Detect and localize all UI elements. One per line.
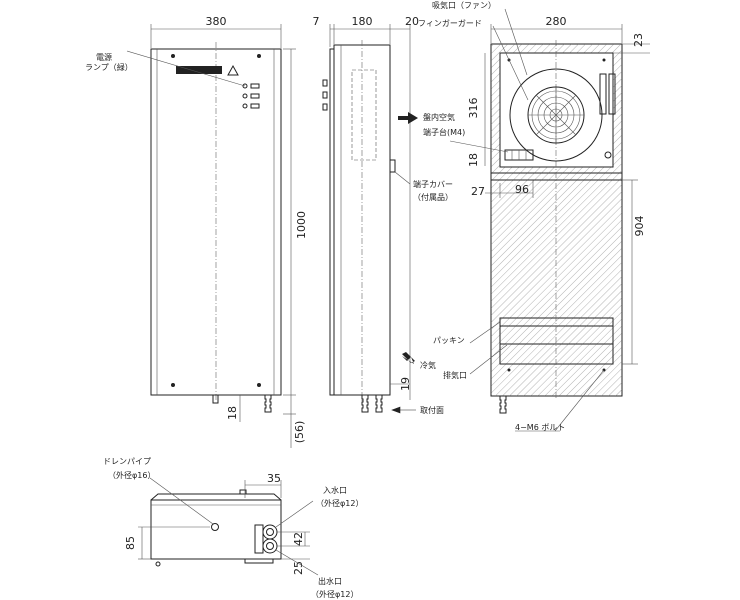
terminal-cover: [389, 159, 396, 173]
terminal-cover-label: （付属品）: [413, 192, 453, 202]
terminal-block-label: 端子台(M4): [423, 127, 465, 137]
bolt-hole: [507, 368, 511, 372]
mount-face-label: 取付面: [420, 405, 444, 415]
front-screw: [171, 383, 175, 387]
drain-pipe-label: ドレンパイプ: [103, 457, 151, 466]
bottom-view: 35 85 42 25 ドレンパイプ （外径φ16） 入水口 （外径φ12） 出…: [103, 457, 363, 599]
side-view: 7 180 20 19 盤内空気 端子カバー （付属品） 冷気 取付面: [313, 15, 456, 415]
side-flange: [329, 48, 335, 396]
dim-side-19: 19: [399, 377, 412, 391]
back-view: 280 23 316 18 27 96 904 吸気口（ファン） フィンガーガー…: [418, 0, 650, 432]
power-lamp: [242, 83, 248, 89]
front-screw: [171, 54, 175, 58]
capacitor: [599, 73, 607, 115]
drain-fitting: [361, 394, 369, 413]
front-view: 電源 ランプ（緑） 380 1000 18 (56): [85, 15, 308, 448]
terminal-cover-label: 端子カバー: [413, 179, 453, 189]
brand-logo: [176, 66, 222, 74]
drain-fitting: [264, 394, 272, 413]
panel-air-arrow-icon: [398, 112, 418, 124]
dim-bottom-85: 85: [124, 536, 137, 550]
water-outlet: [262, 538, 278, 554]
dim-bottom-42: 42: [292, 532, 305, 546]
dim-back-27: 27: [471, 185, 485, 198]
indicator-lamp: [242, 103, 248, 109]
dim-back-316: 316: [467, 98, 480, 119]
internal-duct: [351, 69, 377, 161]
power-lamp-label: 電源: [96, 53, 112, 62]
drain-fitting: [499, 395, 507, 414]
dim-side-7: 7: [313, 15, 320, 28]
dim-bottom-25: 25: [292, 561, 305, 575]
water-outlet-label: 出水口: [318, 576, 342, 586]
bottom-body: [150, 499, 282, 560]
front-screw: [257, 383, 261, 387]
finger-guard-label: フィンガーガード: [418, 18, 482, 28]
hatched-band: [490, 172, 623, 181]
mount-face-arrow-icon: [391, 406, 416, 414]
warning-triangle-icon: [227, 64, 239, 76]
intake-fan-label: 吸気口（ファン）: [432, 0, 496, 10]
packing-label: パッキン: [433, 336, 465, 345]
dim-front-bottom-56: (56): [293, 421, 306, 444]
dim-front-height: 1000: [295, 211, 308, 239]
drain-pipe: [211, 523, 219, 531]
capacitor: [608, 73, 616, 115]
dim-side-180: 180: [352, 15, 373, 28]
water-fitting: [375, 394, 383, 413]
water-outlet-label: （外径φ12）: [311, 589, 358, 599]
fan-housing: [509, 68, 603, 162]
front-screw: [257, 54, 261, 58]
dim-bottom-35: 35: [267, 472, 281, 485]
drain-pipe-label: （外径φ16）: [108, 470, 155, 480]
dim-back-width: 280: [546, 15, 567, 28]
exhaust-label: 排気口: [443, 370, 467, 380]
bolt-label: 4−M6 ボルト: [515, 423, 565, 432]
panel-air-label: 盤内空気: [423, 112, 455, 122]
dim-front-width: 380: [206, 15, 227, 28]
water-inlet: [262, 524, 278, 540]
power-lamp-label: ランプ（緑）: [85, 62, 133, 72]
dim-side-20: 20: [405, 15, 419, 28]
dim-back-904: 904: [633, 216, 646, 237]
indicator-lamp: [242, 93, 248, 99]
dim-back-96: 96: [515, 183, 529, 196]
cool-air-label: 冷気: [420, 360, 436, 370]
water-inlet-label: （外径φ12）: [316, 498, 363, 508]
cool-air-arrow-icon: [402, 352, 415, 364]
dim-back-18: 18: [467, 153, 480, 167]
dim-back-23: 23: [632, 33, 645, 47]
dim-front-bottom-18: 18: [226, 406, 239, 420]
water-inlet-label: 入水口: [323, 485, 347, 495]
